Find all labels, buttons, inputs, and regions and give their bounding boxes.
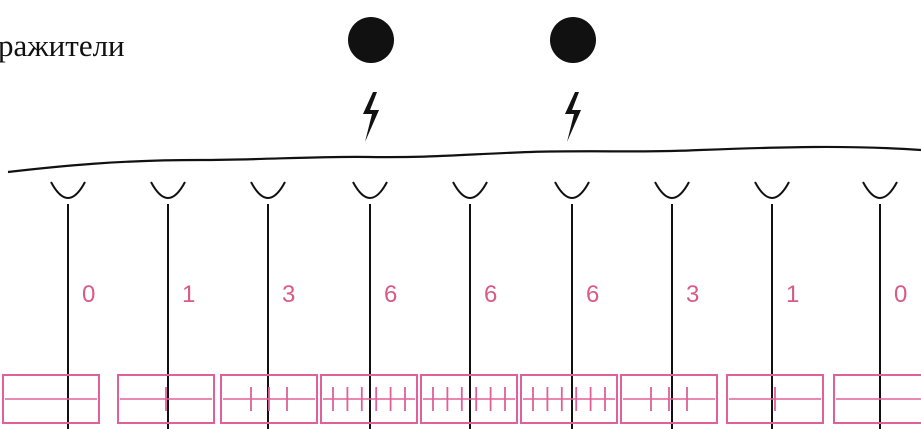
recording-box — [726, 374, 824, 424]
black-dot-icon — [348, 17, 394, 63]
receptor-8: 1 — [726, 181, 824, 429]
recording-box — [320, 374, 418, 424]
receptor-cup — [150, 181, 186, 199]
receptor-cup — [452, 181, 488, 199]
firing-rate-label: 6 — [384, 281, 397, 308]
membrane-line — [7, 145, 921, 174]
recording-box — [833, 374, 921, 424]
firing-rate-label: 6 — [484, 281, 497, 308]
recording-box — [117, 374, 215, 424]
receptor-cup — [50, 181, 86, 199]
firing-rate-label: 1 — [786, 281, 799, 308]
receptor-cup — [754, 181, 790, 199]
firing-rate-label: 6 — [586, 281, 599, 308]
recording-box — [2, 374, 100, 424]
receptor-cup — [250, 181, 286, 199]
receptor-cup — [554, 181, 590, 199]
recording-box — [520, 374, 618, 424]
firing-rate-label: 3 — [282, 281, 295, 308]
firing-rate-label: 3 — [686, 281, 699, 308]
recording-box — [220, 374, 318, 424]
receptor-7: 3 — [620, 181, 718, 429]
firing-rate-label: 0 — [82, 281, 95, 308]
receptor-cup — [352, 181, 388, 199]
lightning-bolt-icon — [565, 92, 581, 142]
receptor-9: 0 — [833, 181, 921, 429]
receptor-2: 1 — [117, 181, 215, 429]
receptor-cup — [654, 181, 690, 199]
page-title: ражители — [0, 28, 125, 63]
receptor-1: 0 — [2, 181, 100, 429]
receptor-5: 6 — [420, 181, 518, 429]
firing-rate-label: 1 — [182, 281, 195, 308]
recording-box — [420, 374, 518, 424]
receptor-6: 6 — [520, 17, 618, 429]
recording-box — [620, 374, 718, 424]
receptor-3: 3 — [220, 181, 318, 429]
lightning-bolt-icon — [363, 92, 379, 142]
receptor-4: 6 — [320, 17, 418, 429]
receptor-cup — [862, 181, 898, 199]
firing-rate-label: 0 — [894, 281, 907, 308]
black-dot-icon — [550, 17, 596, 63]
